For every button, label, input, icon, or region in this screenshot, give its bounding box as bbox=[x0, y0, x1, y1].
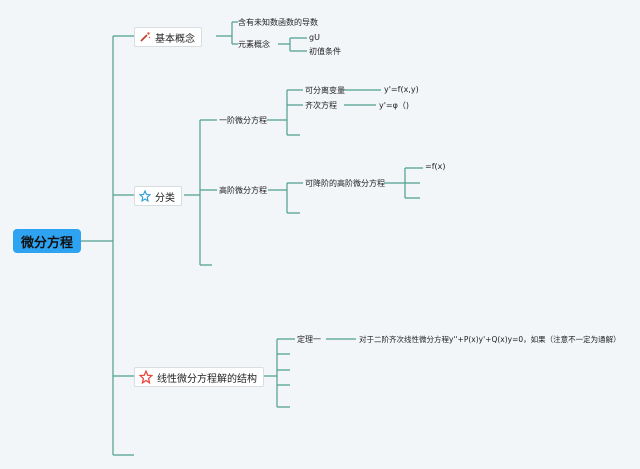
magic-wand-icon bbox=[139, 31, 151, 43]
branch-linear-label: 线性微分方程解的结构 bbox=[157, 373, 257, 385]
root-node[interactable]: 微分方程 bbox=[13, 229, 81, 253]
star-icon bbox=[139, 190, 151, 202]
leaf-high-order[interactable]: 高阶微分方程 bbox=[219, 186, 267, 195]
leaf-first-order[interactable]: 一阶微分方程 bbox=[219, 116, 267, 125]
connector-reducible bbox=[384, 167, 423, 199]
theorem-one-text: 对于二阶齐次线性微分方程y''+P(x)y'+Q(x)y=0，如果（注意不一定为… bbox=[359, 335, 621, 344]
branch-classify-label: 分类 bbox=[155, 192, 175, 204]
formula-separable: y'=f(x,y) bbox=[384, 85, 419, 94]
leaf-homogeneous[interactable]: 齐次方程 bbox=[305, 101, 337, 110]
connector-linear-children bbox=[262, 338, 295, 408]
connector-first-order bbox=[267, 89, 303, 136]
leaf-theorem-one[interactable]: 定理一 bbox=[297, 335, 321, 344]
branch-basic-concept[interactable]: 基本概念 bbox=[134, 27, 202, 47]
leaf-gu[interactable]: gU bbox=[309, 33, 320, 42]
leaf-initial-condition[interactable]: 初值条件 bbox=[309, 47, 341, 56]
star-outline-icon bbox=[139, 370, 153, 384]
leaf-separable[interactable]: 可分离变量 bbox=[305, 86, 345, 95]
branch-classify[interactable]: 分类 bbox=[134, 186, 182, 206]
leaf-element-concept[interactable]: 元素概念 bbox=[238, 40, 270, 49]
branch-basic-label: 基本概念 bbox=[155, 33, 195, 45]
connector-high-order bbox=[268, 182, 303, 214]
formula-homogeneous: y'=φ（) bbox=[379, 101, 410, 110]
leaf-reducible-high-order[interactable]: 可降阶的高阶微分方程 bbox=[305, 179, 385, 188]
connector-classify-children bbox=[184, 119, 217, 266]
leaf-unknown-derivative[interactable]: 含有未知数函数的导数 bbox=[238, 18, 318, 27]
connector-element-children bbox=[278, 37, 307, 52]
connector-basic-children bbox=[216, 21, 238, 45]
formula-reducible: =f(x) bbox=[425, 162, 446, 171]
branch-linear-structure[interactable]: 线性微分方程解的结构 bbox=[134, 367, 264, 387]
connector-root-spine bbox=[81, 36, 114, 455]
